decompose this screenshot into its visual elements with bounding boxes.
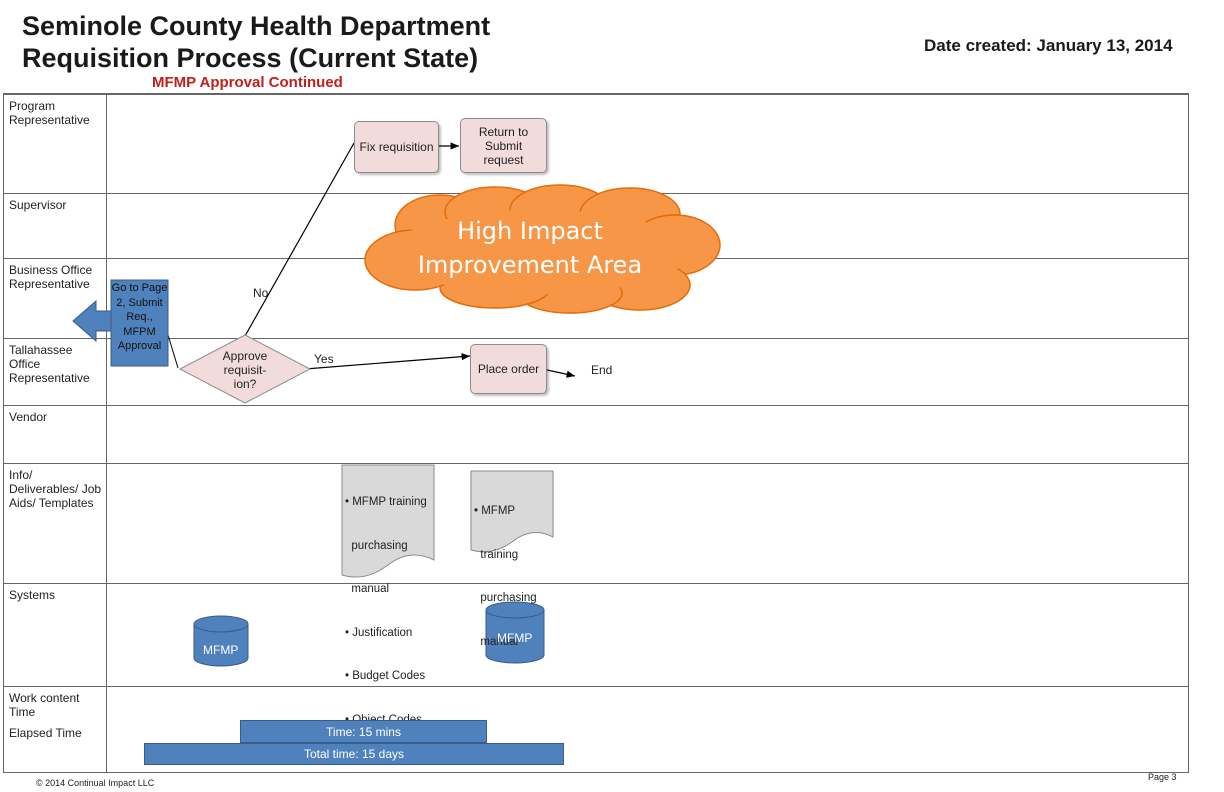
db1-label: MFMP xyxy=(203,643,239,657)
lane-program-representative: Program Representative xyxy=(4,94,1188,193)
lane-time: Work content Time Elapsed Time xyxy=(4,686,1188,774)
high-impact-callout-text: High Impact Improvement Area xyxy=(380,214,680,282)
lane-label: Info/ Deliverables/ Job Aids/ Templates xyxy=(9,468,102,510)
doc1-line: • MFMP training xyxy=(345,496,427,508)
title-line-2: Requisition Process (Current State) xyxy=(22,43,479,73)
date-created: Date created: January 13, 2014 xyxy=(924,36,1173,55)
doc1-line: • Budget Codes xyxy=(345,670,426,682)
lane-label: Tallahassee Office Representative xyxy=(9,343,90,385)
page-number: Page 3 xyxy=(1148,772,1177,782)
database-icon-2 xyxy=(485,601,545,664)
elapsed-time-label: Elapsed Time xyxy=(9,726,82,740)
lane-label: Work content Time xyxy=(9,691,80,719)
approve-decision-label: Approve requisit-ion? xyxy=(222,349,268,391)
doc2-line: manual xyxy=(474,635,519,648)
lane-vendor: Vendor xyxy=(4,405,1188,463)
approve-to-goto-connector xyxy=(167,334,179,369)
callout-line-2: Improvement Area xyxy=(417,251,643,279)
lane-systems: Systems xyxy=(4,583,1188,686)
copyright: © 2014 Continual Impact LLC xyxy=(36,778,155,788)
doc2-line: • MFMP xyxy=(474,505,516,517)
db2-label: MFMP xyxy=(497,631,533,645)
callout-line-1: High Impact xyxy=(457,217,603,245)
approve-decision-diamond[interactable] xyxy=(178,334,312,404)
lane-info-deliverables: Info/ Deliverables/ Job Aids/ Templates xyxy=(4,463,1188,583)
yes-label: Yes xyxy=(314,352,334,366)
end-label: End xyxy=(591,363,613,377)
document-1-text: • MFMP training purchasing manual • Just… xyxy=(345,466,427,742)
document-shape-1 xyxy=(341,464,435,578)
place-to-end-connector xyxy=(546,369,576,378)
go-to-page2-box[interactable] xyxy=(110,279,169,367)
page-title: Seminole County Health Department Requis… xyxy=(22,10,490,74)
swimlane-grid: Program Representative Supervisor Busine… xyxy=(3,93,1189,773)
lane-tallahassee-office: Tallahassee Office Representative xyxy=(4,338,1188,405)
document-2-text: • MFMP training purchasing manual xyxy=(474,475,537,664)
no-connector xyxy=(244,142,355,337)
doc1-line: purchasing xyxy=(345,539,408,552)
lane-label: Supervisor xyxy=(9,198,67,212)
work-time-bar: Time: 15 mins xyxy=(240,720,487,743)
lane-label: Vendor xyxy=(9,410,48,424)
lane-label: Business Office Representative xyxy=(9,263,93,291)
database-icon-1 xyxy=(193,615,249,667)
doc1-line: • Justification xyxy=(345,626,413,639)
total-time-bar: Total time: 15 days xyxy=(144,743,564,765)
fix-requisition-box[interactable]: Fix requisition xyxy=(354,121,439,173)
doc2-line: purchasing xyxy=(474,592,537,604)
high-impact-cloud-icon xyxy=(364,184,721,314)
document-shape-2 xyxy=(470,470,554,553)
no-label: No xyxy=(253,286,269,300)
return-submit-box[interactable]: Return to Submit request xyxy=(460,118,547,173)
page-subtitle: MFMP Approval Continued xyxy=(152,74,343,91)
go-to-page2-label: Go to Page 2, Submit Req., MFPM Approval xyxy=(111,282,168,352)
lane-label-divider xyxy=(106,94,107,772)
lane-label: Systems xyxy=(9,588,56,602)
place-order-box[interactable]: Place order xyxy=(470,344,547,394)
doc2-line: training xyxy=(474,548,519,561)
title-line-1: Seminole County Health Department xyxy=(22,11,491,41)
lane-label: Program Representative xyxy=(9,99,90,127)
doc1-line: manual xyxy=(345,583,390,595)
yes-connector xyxy=(304,353,471,370)
